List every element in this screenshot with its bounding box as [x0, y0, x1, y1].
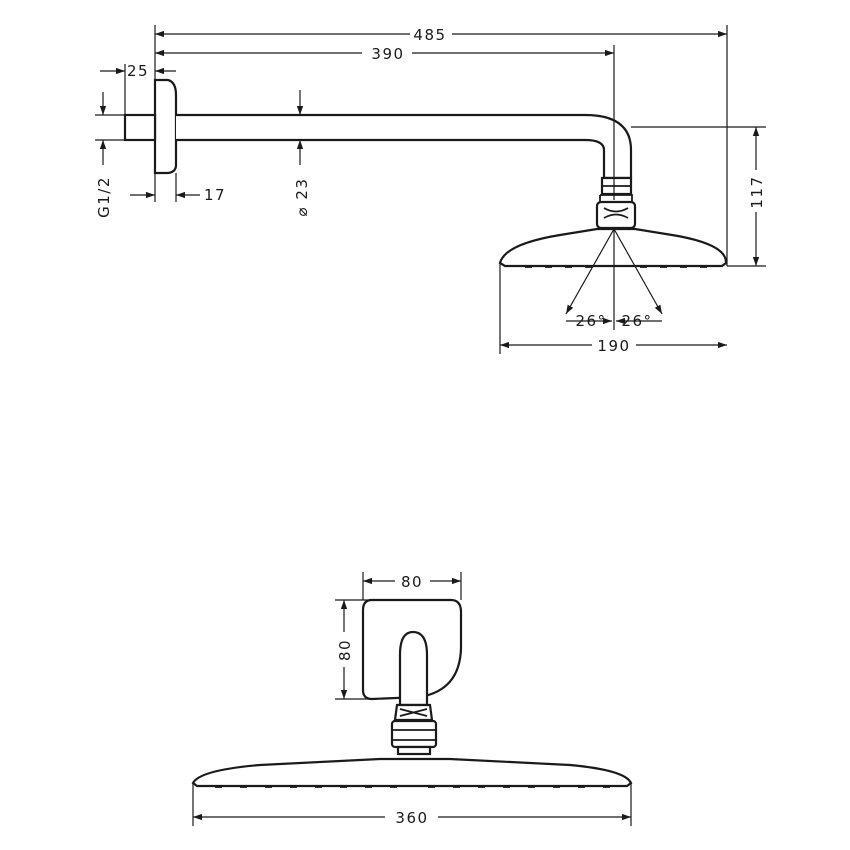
dim-plate-width-label: 80 [401, 573, 423, 591]
thread-stub [123, 113, 157, 142]
dim-front-head-width-label: 360 [395, 809, 428, 827]
wall-flange [153, 78, 178, 175]
shower-head-side [498, 227, 728, 268]
dim-head-width-label: 190 [597, 337, 630, 355]
swivel-nut-front [390, 719, 438, 749]
dim-plate-height-label: 80 [336, 639, 354, 661]
dim-pipe-diameter-label: ⌀ 23 [293, 178, 311, 217]
shower-head-front [191, 757, 633, 788]
dim-thread-label: G1/2 [95, 176, 113, 218]
dim-angle-right-label: 26° [621, 312, 652, 330]
dim-flange-thickness-label: 17 [204, 186, 226, 204]
dim-angle-left-label: 26° [575, 312, 606, 330]
dim-overall-label: 485 [413, 26, 446, 44]
shower-arm-front [398, 630, 429, 707]
dim-height-label: 117 [748, 175, 766, 208]
front-view: 80 80 360 [191, 572, 633, 827]
side-view: 485 390 25 17 G1/2 ⌀ 23 117 [95, 25, 766, 355]
shower-arm [176, 113, 633, 180]
dim-arm-label: 390 [371, 45, 404, 63]
dim-flange-depth-label: 25 [127, 62, 149, 80]
